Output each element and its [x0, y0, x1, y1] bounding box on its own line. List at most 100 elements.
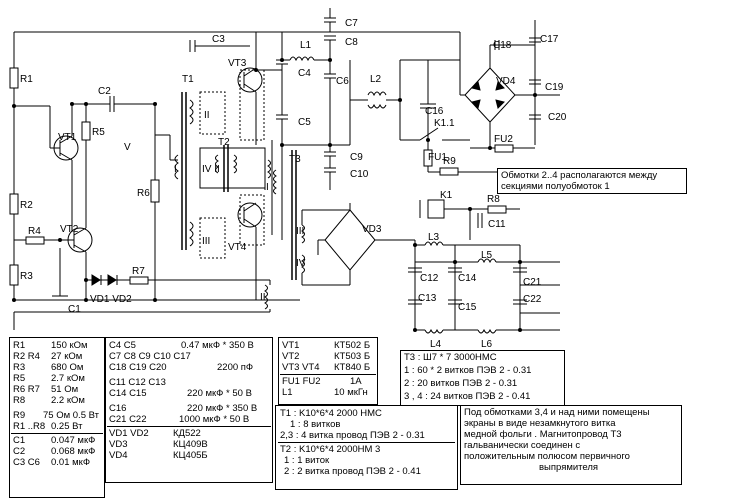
label-c17: C17 [540, 34, 559, 45]
spec-divider [280, 374, 376, 375]
label-c20: C20 [548, 112, 567, 123]
label-c4: C4 [298, 68, 311, 79]
spec-row: T2 : K10*6*4 2000НМ 3 [280, 444, 381, 455]
resistor-r4 [25, 236, 45, 245]
label-c13: C13 [418, 293, 437, 304]
spec-row: T3 : Ш7 * 7 3000НМС [404, 352, 497, 363]
inductor-l4 [424, 328, 444, 334]
label-l6: L6 [481, 339, 493, 350]
label-c5: C5 [298, 117, 311, 128]
label-c21: C21 [523, 277, 542, 288]
label-winding-ii-t3: II [260, 292, 266, 303]
diode-vd2 [107, 274, 117, 286]
label-r9: R9 [443, 156, 456, 167]
resistor-r5 [81, 121, 91, 141]
inductor-l1 [289, 56, 315, 62]
label-k1: K1 [440, 190, 453, 201]
t1-winding-3 [189, 221, 194, 247]
label-vt1: VT1 [58, 132, 77, 143]
spec-row: C7 C8 C9 C10 C17 [109, 351, 191, 362]
label-l3: L3 [428, 232, 440, 243]
note-windings: Обмотки 2..4 располагаются между секциям… [497, 168, 687, 194]
label-l2: L2 [370, 74, 382, 85]
resistor-r6 [150, 179, 160, 203]
note-line: медной фольги . Магнитопровод Т3 [464, 429, 622, 440]
label-vt4: VT4 [228, 242, 247, 253]
spec-row: T1 : K10*6*4 2000 НМС [280, 408, 382, 419]
label-winding-iv-t3: IV [296, 258, 306, 269]
label-l4: L4 [430, 339, 442, 350]
label-r6: R6 [137, 188, 150, 199]
label-vt2: VT2 [60, 224, 79, 235]
spec-row: 2 : 20 витков ПЭВ 2 - 0.31 [404, 378, 518, 389]
relay-k1 [427, 199, 445, 219]
spec-row: C11 C12 C13 [109, 377, 166, 388]
label-fu1: FU1 [428, 152, 447, 163]
note-line: гальванически соединен с [464, 440, 581, 451]
resistor-r7 [129, 276, 149, 285]
resistor-r2 [9, 193, 19, 215]
t3-winding-ii-bottom [264, 284, 268, 310]
label-vd4: VD4 [496, 76, 516, 87]
spec-divider [107, 426, 271, 427]
label-l1: L1 [300, 40, 312, 51]
spec-divider [278, 442, 455, 443]
label-r1: R1 [20, 74, 33, 85]
label-r4: R4 [28, 226, 41, 237]
transistor-vt4 [237, 202, 263, 228]
t1-winding-2 [189, 99, 194, 125]
label-r5: R5 [92, 127, 105, 138]
note-line: экраны в виде незамкнутого витка [464, 418, 616, 429]
label-winding-i-t2: I [266, 182, 269, 193]
inductor-l6 [477, 328, 497, 334]
label-r2: R2 [20, 200, 33, 211]
label-r7: R7 [132, 266, 145, 277]
label-c7: C7 [345, 18, 358, 29]
label-c11: C11 [488, 219, 506, 230]
label-winding-iii-t1: III [202, 236, 210, 247]
diode-bridge-vd3 [324, 209, 376, 271]
label-c12: C12 [420, 273, 439, 284]
spec-table-t1-t2: T1 : K10*6*4 2000 НМС 1 : 8 витков 2,3 :… [275, 405, 458, 490]
label-vd1-vd2: VD1 VD2 [90, 294, 132, 305]
t2-winding-1 [267, 159, 271, 179]
label-k1-1: K1.1 [434, 118, 455, 129]
resistor-r9 [439, 167, 459, 176]
label-c19: C19 [545, 82, 564, 93]
label-c1: C1 [68, 304, 81, 315]
label-c10: C10 [350, 169, 369, 180]
label-winding-ii-t1: II [204, 110, 210, 121]
label-vt3: VT3 [228, 58, 247, 69]
inductor-l3 [424, 241, 444, 247]
label-winding-i-t1: I [174, 164, 177, 175]
label-r3: R3 [20, 271, 33, 282]
t3-winding-i [273, 169, 277, 195]
note-line: выпрямителя [539, 462, 599, 473]
t3-winding-iv [301, 254, 305, 274]
label-c16: C16 [425, 106, 444, 117]
label-t3: T3 [289, 154, 301, 165]
diode-vd1 [91, 274, 101, 286]
label-winding-v: V [124, 142, 131, 153]
label-winding-iv-ii-t2: IV II [202, 164, 220, 175]
label-c2: C2 [98, 86, 111, 97]
